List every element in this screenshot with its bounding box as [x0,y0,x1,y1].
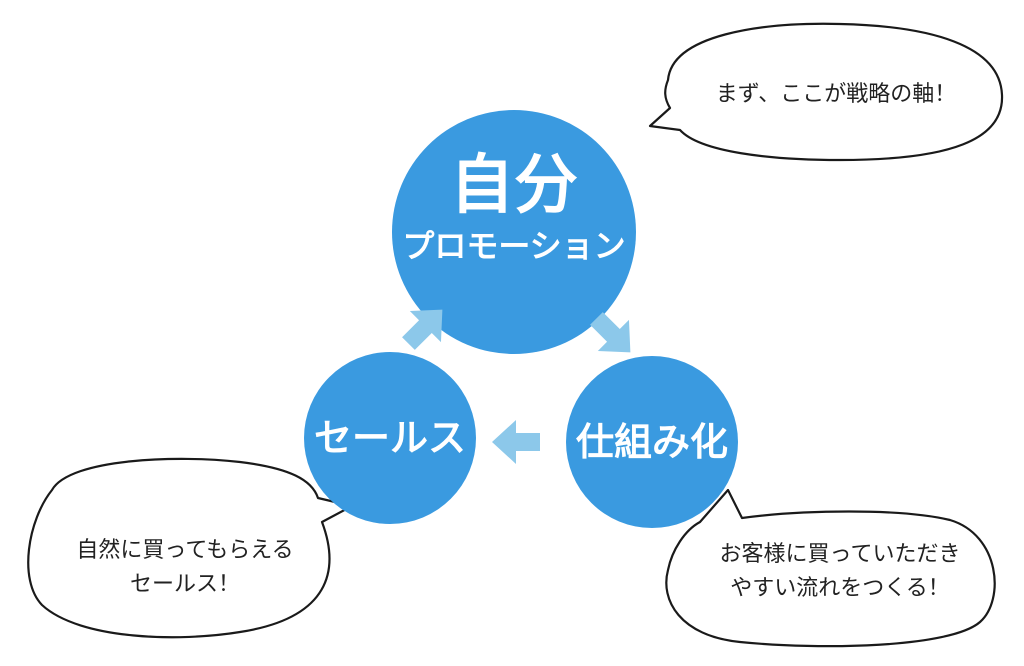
system-label: 仕組み化 [575,420,728,464]
speech-bubble-bottom-right [665,488,996,648]
bubble-top-right-text: まず、ここが戦略の軸！ [715,82,957,107]
arrow-system-to-sales [492,420,540,464]
arrow-promotion-to-system [590,312,631,353]
circle-self-promotion [392,110,636,354]
circle-system [566,356,738,528]
center-title: 自分 [450,149,578,223]
bubble-bottom-left-line1: 自然に買ってもらえる [76,538,294,563]
speech-bubble-bottom-left [27,457,354,639]
bubble-bottom-right-line2: やすい流れをつくる！ [730,576,950,601]
center-subtitle: プロモーション [402,227,626,265]
sales-label: セールス [313,416,466,460]
circle-sales [304,352,476,524]
arrow-sales-to-promotion [402,309,443,350]
bubble-bottom-right-line1: お客様に買っていただき [719,542,961,567]
bubble-bottom-left-line2: セールス！ [129,572,240,597]
speech-bubble-top-right [648,22,1004,162]
